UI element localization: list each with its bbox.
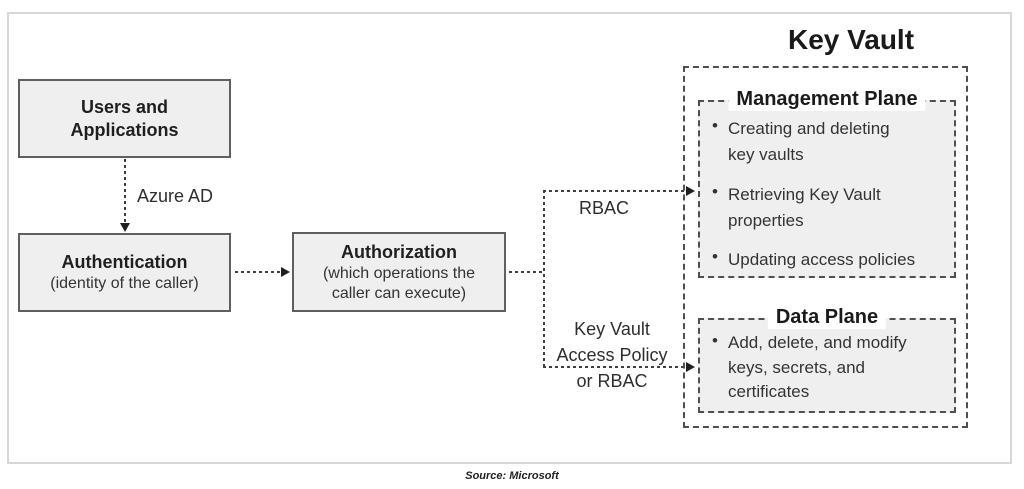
node-title: Authorization [341, 241, 457, 262]
bullet-icon [712, 182, 728, 235]
edge-label-key-vault-access-policy: Key Vault Access Policy or RBAC [556, 319, 668, 391]
key-vault-group-box [683, 66, 968, 428]
arrowhead-down-icon [120, 223, 130, 232]
data-plane-title: Data Plane [767, 306, 887, 329]
bullet-icon [712, 247, 728, 273]
bullet-icon [712, 331, 728, 405]
edge-label-azure-ad: Azure AD [137, 186, 214, 206]
list-item: Updating access policies [712, 247, 948, 273]
arrowhead-right-icon [686, 362, 695, 372]
node-authentication: Authentication (identity of the caller) [18, 233, 231, 312]
bullet-icon [712, 116, 728, 169]
connector-authorization-stub [509, 271, 544, 273]
data-plane-box: Data Plane Add, delete, and modify keys,… [698, 306, 956, 413]
key-vault-title: Key Vault [787, 24, 915, 55]
arrowhead-right-icon [281, 267, 290, 277]
node-title: Authentication [61, 251, 188, 272]
management-plane-box: Management Plane Creating and deleting k… [698, 88, 956, 278]
node-subtitle: (identity of the caller) [50, 275, 199, 293]
node-users-and-applications: Users and Applications [18, 79, 231, 158]
connector-branch-vertical [543, 190, 545, 368]
connector-access-policy-to-data-plane [543, 366, 688, 368]
management-plane-title: Management Plane [728, 88, 926, 111]
edge-label-rbac: RBAC [578, 198, 629, 218]
node-authorization: Authorization (which operations the call… [292, 232, 506, 312]
management-plane-list: Creating and deleting key vaults Retriev… [712, 116, 948, 287]
list-item: Add, delete, and modify keys, secrets, a… [712, 331, 948, 405]
connector-rbac-to-management-plane [543, 190, 688, 192]
connector-users-to-authentication [124, 159, 126, 225]
list-item: Creating and deleting key vaults [712, 116, 948, 169]
arrowhead-right-icon [686, 186, 695, 196]
connector-authentication-to-authorization [235, 271, 282, 273]
source-attribution: Source: Microsoft [465, 470, 559, 482]
list-item: Retrieving Key Vault properties [712, 182, 948, 235]
node-subtitle: (which operations the caller can execute… [322, 265, 476, 302]
data-plane-list: Add, delete, and modify keys, secrets, a… [712, 331, 948, 418]
node-title: Users and Applications [70, 97, 179, 140]
